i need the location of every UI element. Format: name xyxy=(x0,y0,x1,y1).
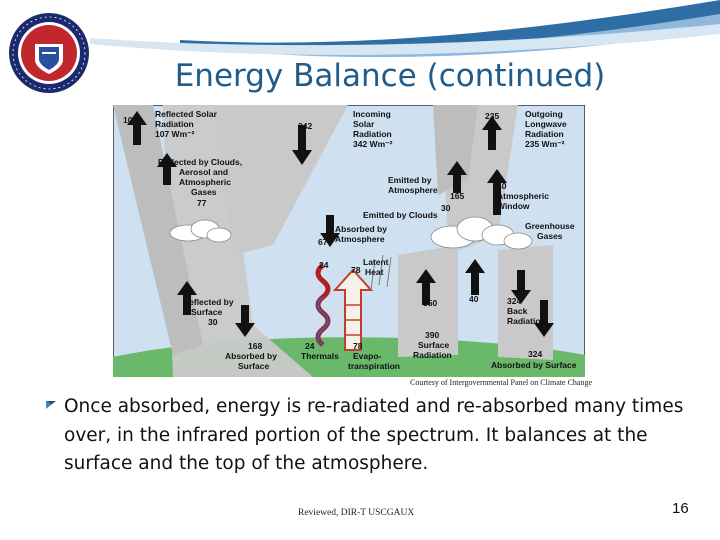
label-emitted-atm-1: Atmosphere xyxy=(388,185,438,195)
label-reflected-clouds-0: Reflected by Clouds, xyxy=(158,157,242,167)
label-thermals-1: Thermals xyxy=(301,351,339,361)
label-outgoing-value: 235 xyxy=(485,111,499,121)
bullet-item: Once absorbed, energy is re-radiated and… xyxy=(44,393,684,479)
label-24-top: 24 xyxy=(319,260,329,270)
label-incoming-3: 342 Wm⁻² xyxy=(353,139,393,149)
label-surface-rad-0: 390 xyxy=(425,330,439,340)
label-absorbed-atm-1: Atmosphere xyxy=(335,234,385,244)
label-40-mid: 40 xyxy=(469,294,479,304)
label-absorbed-atm-0: Absorbed by xyxy=(335,224,387,234)
label-window-2: Window xyxy=(497,201,530,211)
bullet-text: Once absorbed, energy is re-radiated and… xyxy=(64,393,684,479)
label-absorbed-atm-value: 67 xyxy=(318,237,328,247)
label-absorbed-324-0: 324 xyxy=(528,349,542,359)
label-reflected-clouds-2: Atmospheric xyxy=(179,177,231,187)
label-emitted-clouds: Emitted by Clouds xyxy=(363,210,438,220)
label-evapo-0: 78 xyxy=(353,341,363,351)
label-incoming-0: Incoming xyxy=(353,109,391,119)
label-reflected-surface-0: Reflected by xyxy=(183,297,234,307)
label-reflected-solar-value: 107 xyxy=(123,115,137,125)
label-outgoing-2: Radiation xyxy=(525,129,564,139)
slide-title: Energy Balance (continued) xyxy=(120,58,660,94)
label-incoming-value: 342 xyxy=(298,121,312,131)
label-reflected-clouds-value: 77 xyxy=(197,198,207,208)
label-reflected-solar-0: Reflected Solar xyxy=(155,109,218,119)
footer-text: Reviewed, DIR-T USCGAUX xyxy=(298,508,414,518)
label-window-1: Atmospheric xyxy=(497,191,549,201)
label-reflected-solar-1: Radiation xyxy=(155,119,194,129)
label-back-0: 324 xyxy=(507,296,521,306)
label-greenhouse-0: Greenhouse xyxy=(525,221,575,231)
label-30-top: 30 xyxy=(441,203,451,213)
label-outgoing-0: Outgoing xyxy=(525,109,563,119)
label-absorbed-168-1: Absorbed by xyxy=(225,351,277,361)
image-credit: Courtesy of Intergovernmental Panel on C… xyxy=(410,378,592,387)
label-surface-rad-1: Surface xyxy=(418,340,449,350)
uscg-auxiliary-seal-icon xyxy=(6,10,92,96)
energy-balance-diagram: 107 Reflected Solar Radiation 107 Wm⁻² 3… xyxy=(113,105,585,377)
label-reflected-clouds-1: Aerosol and xyxy=(179,167,228,177)
bullet-icon xyxy=(44,398,58,412)
label-surface-rad-2: Radiation xyxy=(413,350,452,360)
label-back-1: Back xyxy=(507,306,528,316)
label-latent-1: Heat xyxy=(365,267,384,277)
label-outgoing-3: 235 Wm⁻² xyxy=(525,139,565,149)
label-165: 165 xyxy=(450,191,464,201)
label-reflected-surface-value: 30 xyxy=(208,317,218,327)
label-incoming-1: Solar xyxy=(353,119,375,129)
label-evapo-1: Evapo- xyxy=(353,351,382,361)
label-greenhouse-1: Gases xyxy=(537,231,563,241)
label-window-0: 40 xyxy=(497,181,507,191)
label-latent-value: 78 xyxy=(351,265,361,275)
label-latent-0: Latent xyxy=(363,257,389,267)
label-outgoing-1: Longwave xyxy=(525,119,567,129)
label-reflected-surface-1: Surface xyxy=(191,307,222,317)
label-thermals-0: 24 xyxy=(305,341,315,351)
label-back-2: Radiation xyxy=(507,316,546,326)
label-absorbed-168-0: 168 xyxy=(248,341,262,351)
label-evapo-2: transpiration xyxy=(348,361,400,371)
label-reflected-clouds-3: Gases xyxy=(191,187,217,197)
label-incoming-2: Radiation xyxy=(353,129,392,139)
label-absorbed-168-2: Surface xyxy=(238,361,269,371)
label-emitted-atm-0: Emitted by xyxy=(388,175,432,185)
page-number: 16 xyxy=(672,500,689,517)
label-absorbed-324-1: Absorbed by Surface xyxy=(491,360,577,370)
label-350: 350 xyxy=(423,298,437,308)
label-reflected-solar-2: 107 Wm⁻² xyxy=(155,129,195,139)
